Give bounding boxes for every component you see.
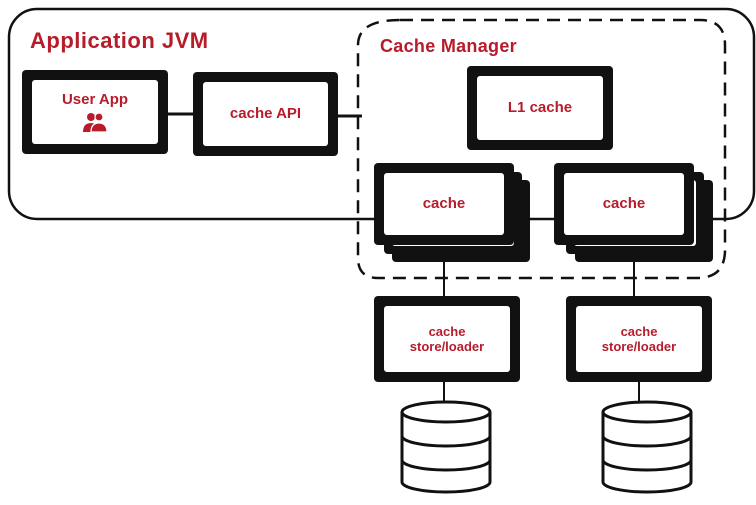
l1-cache-label: L1 cache (507, 99, 573, 116)
user-app-label: User App (61, 90, 129, 108)
store-loader-line1: cache (428, 324, 466, 339)
l1-cache-box: L1 cache (467, 66, 613, 150)
database-icon (601, 400, 693, 494)
jvm-title: Application JVM (30, 28, 209, 53)
user-app-box: User App (22, 70, 168, 154)
cache-box: cache (374, 163, 514, 245)
cache-label: cache (602, 195, 646, 212)
store-loader-line2: store/loader (409, 339, 485, 354)
store-loader-line2: store/loader (601, 339, 677, 354)
cache-box: cache (554, 163, 694, 245)
cache-label: cache (422, 195, 466, 212)
database-icon (400, 400, 492, 494)
cache-manager-title: Cache Manager (380, 36, 517, 56)
store-loader-box: cache store/loader (566, 296, 712, 382)
cache-api-label: cache API (229, 105, 302, 122)
cache-manager-boundary (356, 18, 727, 280)
cache-api-box: cache API (193, 72, 338, 156)
store-loader-line1: cache (620, 324, 658, 339)
store-loader-box: cache store/loader (374, 296, 520, 382)
users-icon (83, 111, 108, 133)
